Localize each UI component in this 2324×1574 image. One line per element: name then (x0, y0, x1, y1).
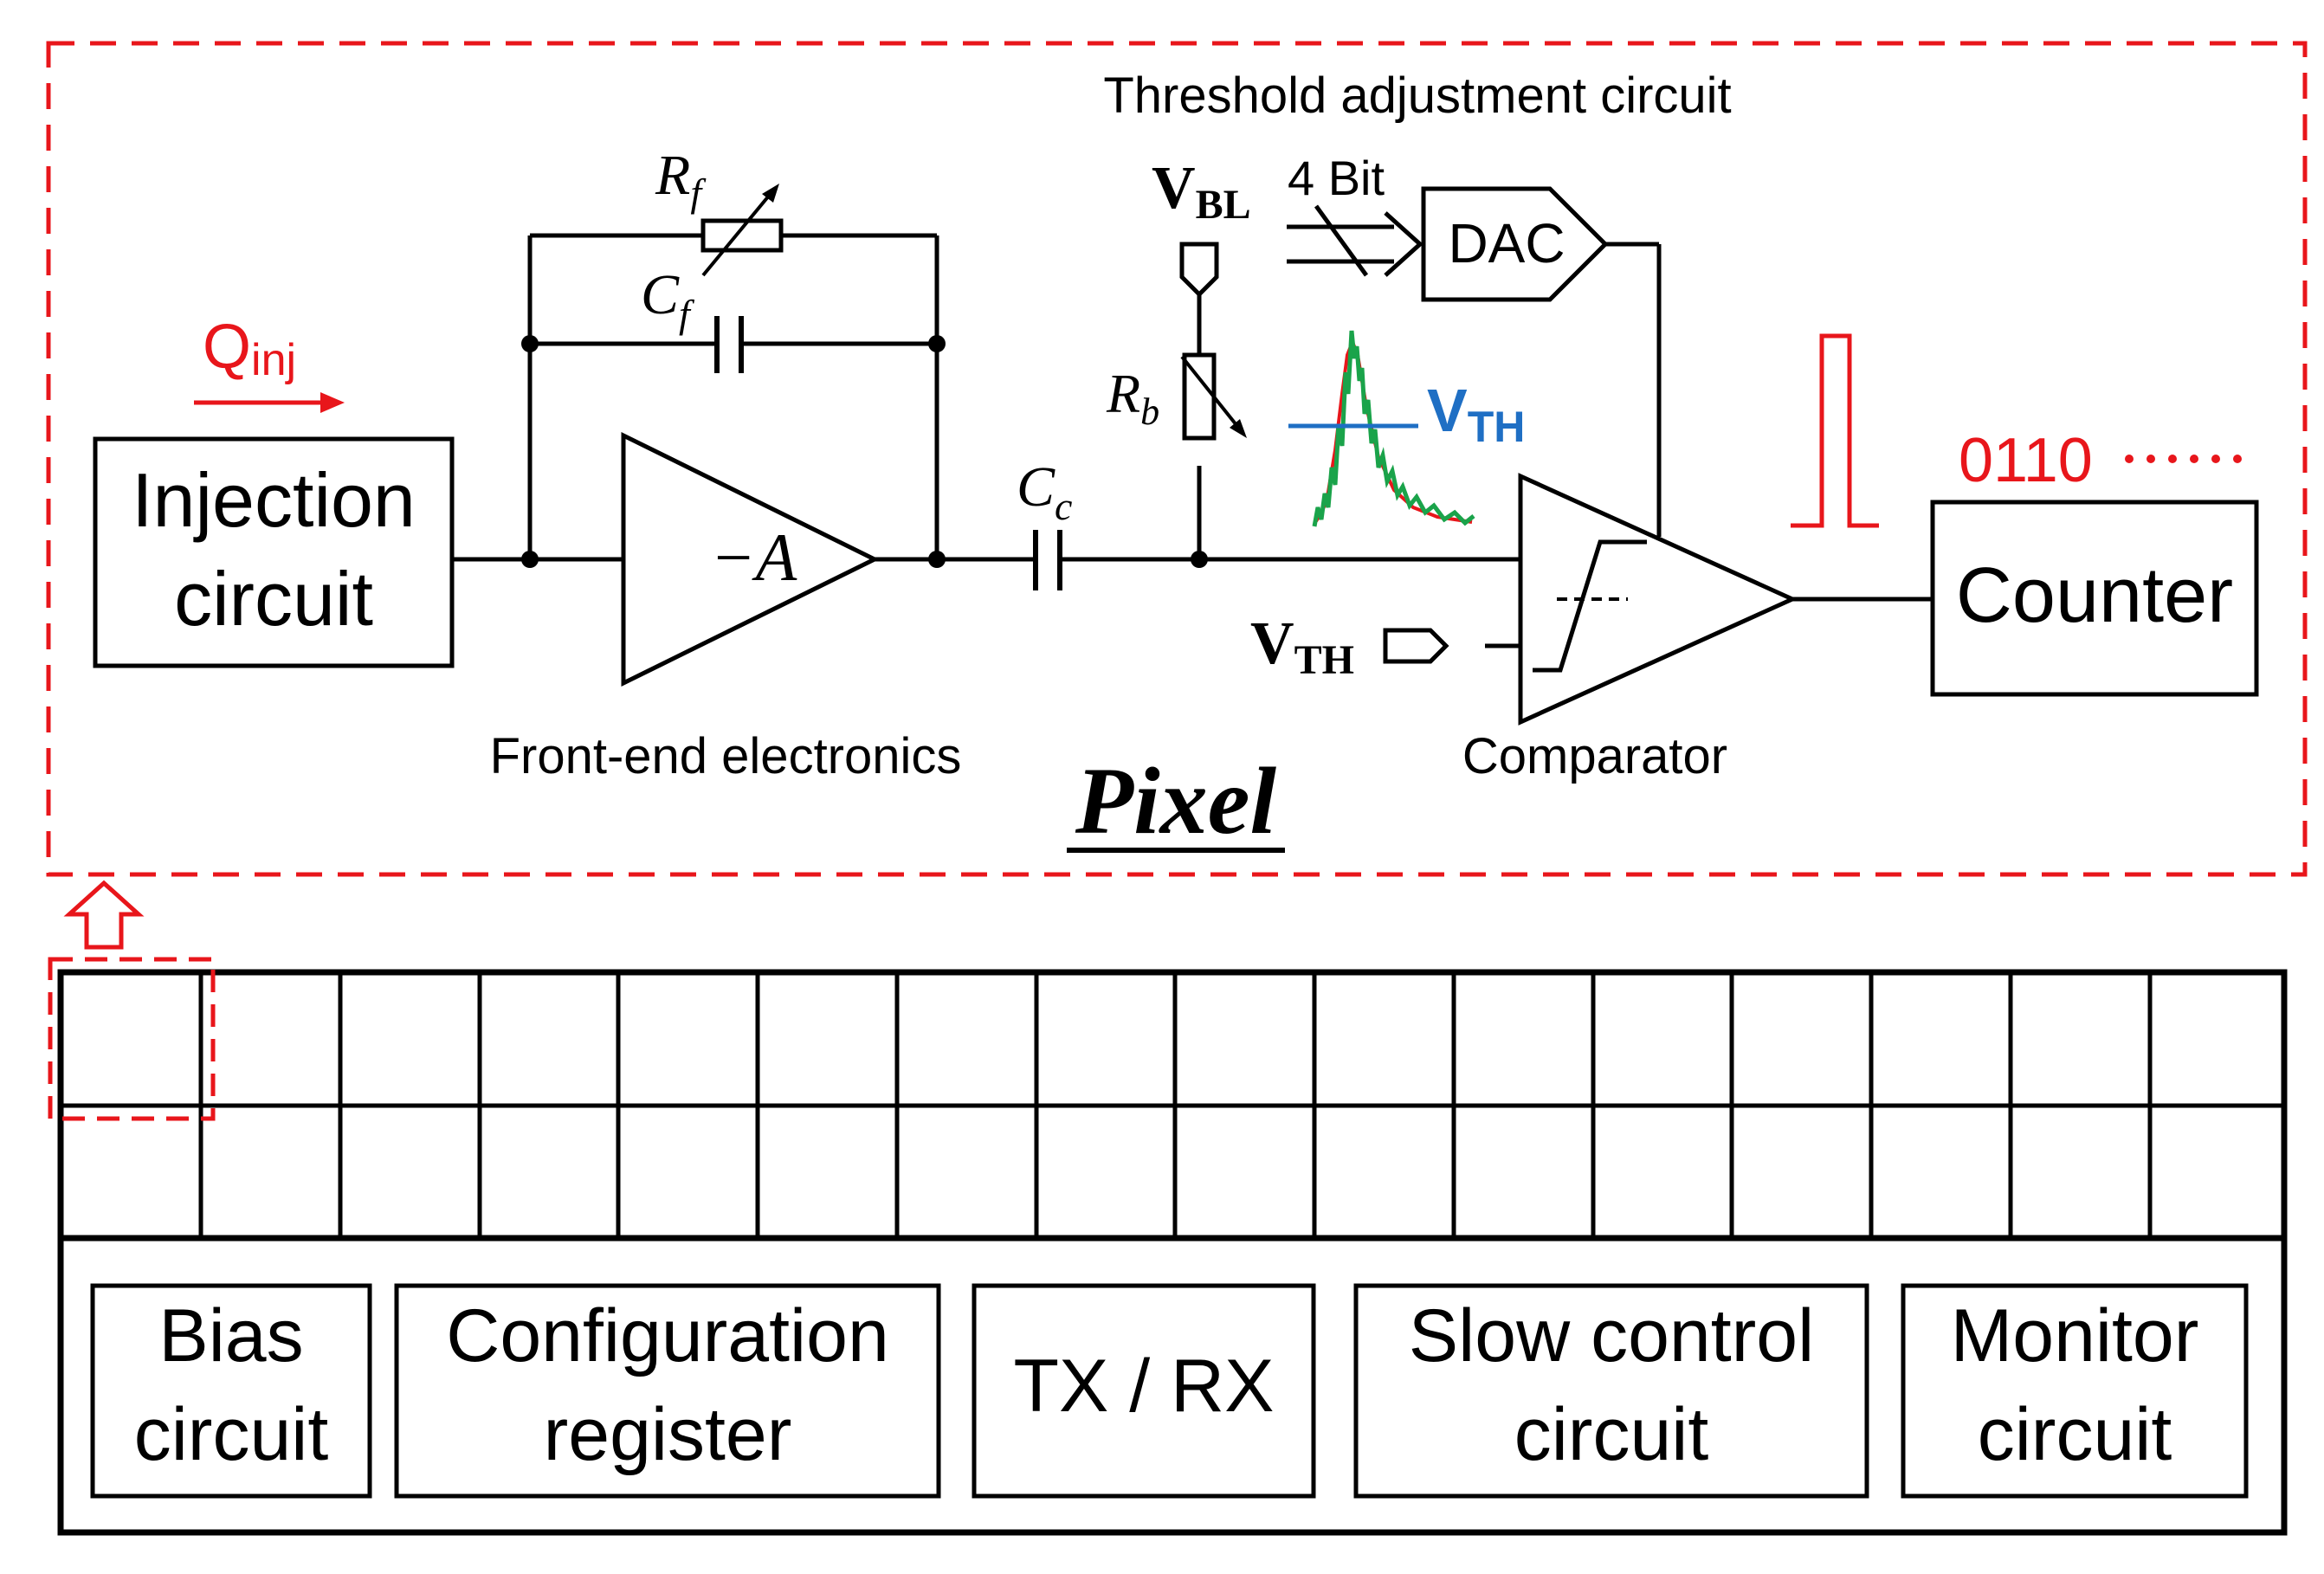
svg-text:Cc: Cc (1017, 455, 1072, 528)
pixel-boundary (46, 41, 2308, 877)
cc-sub: c (1055, 484, 1072, 528)
periphery-slow-control-block: Slow control circuit (1353, 1283, 1869, 1499)
cf-sub: f (679, 292, 695, 336)
vth-in-main: V (1250, 610, 1294, 677)
counter-block: Counter (1930, 500, 2259, 697)
bias-line2: circuit (134, 1393, 329, 1476)
charge-injection-arrow (194, 392, 345, 413)
slow-control-line2: circuit (1514, 1393, 1709, 1476)
digital-output-label: 0110 (1959, 426, 2242, 495)
charge-injection-label: Qinj (203, 313, 296, 385)
svg-text:VTH: VTH (1250, 610, 1354, 683)
output-pulse (1791, 333, 1879, 528)
periphery-config-register-block: Configuration register (394, 1283, 941, 1499)
qinj-sub: inj (251, 335, 296, 385)
pixel-title-text: Pixel (1075, 748, 1277, 854)
feedback-resistor-rf: Rf (655, 144, 784, 277)
frontend-label: Front-end electronics (490, 728, 962, 784)
vbl-sub: BL (1196, 182, 1251, 228)
svg-text:Qinj: Qinj (203, 313, 296, 385)
monitor-line2: circuit (1978, 1393, 2172, 1476)
injection-label-line1: Injection (132, 457, 416, 543)
svg-text:VBL: VBL (1152, 155, 1251, 228)
bias-line1: Bias (158, 1294, 303, 1377)
digital-output-value: 0110 (1959, 426, 2093, 495)
periphery-bias-block: Bias circuit (90, 1283, 372, 1499)
injection-circuit-block: Injection circuit (93, 436, 455, 668)
vth-plot-sub: TH (1468, 403, 1526, 451)
config-line2: register (544, 1393, 792, 1476)
signal-wires (452, 233, 1933, 648)
bias-resistor-rb: Rb (1106, 352, 1247, 441)
qinj-main: Q (203, 313, 251, 382)
zoom-arrow-icon (63, 880, 145, 950)
config-line1: Configuration (446, 1294, 889, 1377)
vbl-main: V (1152, 155, 1196, 222)
slow-control-line1: Slow control (1409, 1294, 1814, 1377)
signal-pulse-noisy (1312, 330, 1475, 527)
vth-in-sub: TH (1294, 637, 1354, 683)
feedback-capacitor-cf: Cf (641, 263, 744, 373)
svg-text:VTH: VTH (1427, 377, 1525, 451)
counter-label: Counter (1956, 552, 2233, 639)
rf-main: R (655, 144, 690, 207)
svg-text:Cf: Cf (641, 263, 695, 336)
preamplifier: −A (621, 431, 880, 687)
pixel-matrix (57, 969, 2288, 1242)
vth-input-pad: VTH (1250, 610, 1449, 683)
junction-dots (521, 335, 1208, 568)
amp-label: −A (710, 519, 797, 595)
cc-main: C (1017, 455, 1055, 519)
shaped-signal-plot: VTH (1288, 330, 1525, 527)
rb-sub: b (1140, 390, 1159, 433)
vth-plot-main: V (1427, 377, 1468, 444)
rf-sub: f (690, 171, 707, 215)
digital-output-dots (2125, 455, 2242, 463)
periphery-txrx-block: TX / RX (972, 1283, 1316, 1499)
bits-label: 4 Bit (1288, 151, 1385, 205)
dac-block: DAC (1421, 186, 1609, 302)
threshold-adjust-title: Threshold adjustment circuit (1103, 68, 1731, 124)
txrx-label: TX / RX (1013, 1345, 1274, 1428)
monitor-line1: Monitor (1951, 1294, 2199, 1377)
periphery-monitor-block: Monitor circuit (1901, 1283, 2249, 1499)
svg-text:Rf: Rf (655, 144, 707, 215)
svg-text:Rb: Rb (1106, 363, 1159, 433)
comparator (1518, 473, 1798, 726)
rb-main: R (1106, 363, 1140, 424)
pixel-title: Pixel (1067, 748, 1285, 854)
coupling-capacitor-cc: Cc (1017, 455, 1072, 590)
digital-bus-arrow (1287, 204, 1423, 277)
selected-pixel-highlight (48, 957, 216, 1121)
dac-label: DAC (1448, 212, 1565, 274)
vbl-input-pad: VBL (1152, 155, 1251, 298)
cf-main: C (641, 263, 680, 326)
pixel-matrix-columns (198, 972, 2153, 1238)
injection-label-line2: circuit (174, 556, 373, 642)
comparator-label: Comparator (1462, 728, 1727, 784)
periphery-region: Bias circuit Configuration register TX /… (57, 1235, 2288, 1536)
